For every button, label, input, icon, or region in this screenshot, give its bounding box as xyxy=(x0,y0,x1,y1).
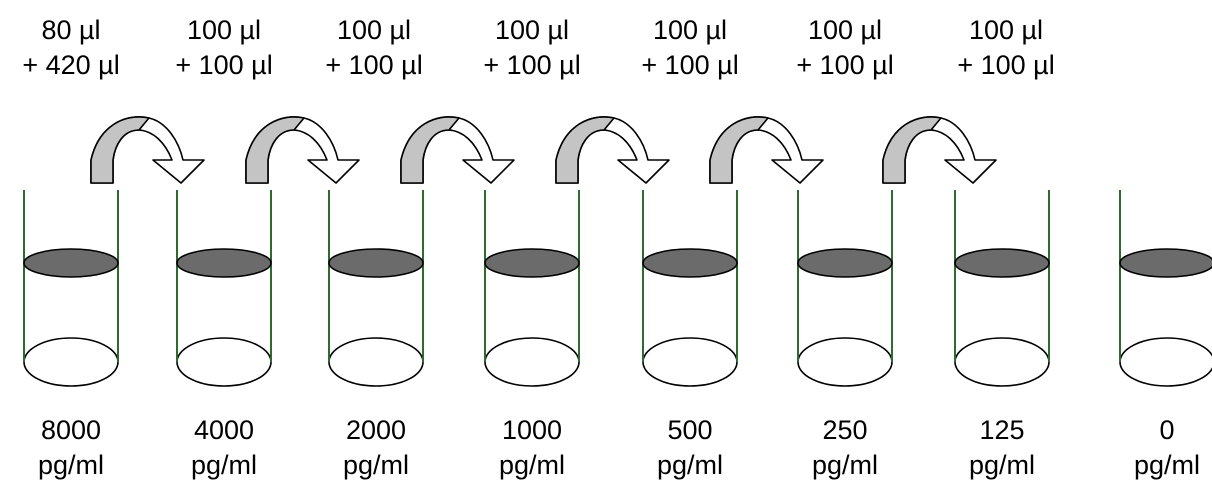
tube-bottom xyxy=(1119,337,1212,387)
liquid-surface xyxy=(176,248,272,278)
liquid-surface xyxy=(484,248,580,278)
transfer-arrow-shade xyxy=(882,116,942,184)
transfer-label: 100 µl+ 100 µl xyxy=(325,15,423,80)
transfer-arrow-shade xyxy=(400,116,460,184)
transfer-label: 100 µl+ 100 µl xyxy=(175,15,273,80)
liquid-surface xyxy=(23,248,119,278)
transfer-label: 100 µl+ 100 µl xyxy=(957,15,1055,80)
tube-bottom xyxy=(797,337,893,387)
transfer-arrow-shade xyxy=(709,116,769,184)
transfer-arrow-shade xyxy=(555,116,615,184)
transfer-label: 80 µl+ 420 µl xyxy=(22,15,120,80)
liquid-surface xyxy=(954,248,1050,278)
liquid-surface xyxy=(642,248,738,278)
tube-bottom xyxy=(954,337,1050,387)
tube-bottom xyxy=(23,337,119,387)
transfer-label: 100 µl+ 100 µl xyxy=(796,15,894,80)
transfer-label: 100 µl+ 100 µl xyxy=(641,15,739,80)
tube-bottom xyxy=(642,337,738,387)
tube-bottom xyxy=(484,337,580,387)
liquid-surface xyxy=(797,248,893,278)
liquid-surface xyxy=(1119,248,1212,278)
transfer-label: 100 µl+ 100 µl xyxy=(483,15,581,80)
tube-bottom xyxy=(176,337,272,387)
transfer-arrow-shade xyxy=(245,116,305,184)
liquid-surface xyxy=(328,248,424,278)
transfer-arrow-shade xyxy=(90,116,150,184)
tube-bottom xyxy=(328,337,424,387)
